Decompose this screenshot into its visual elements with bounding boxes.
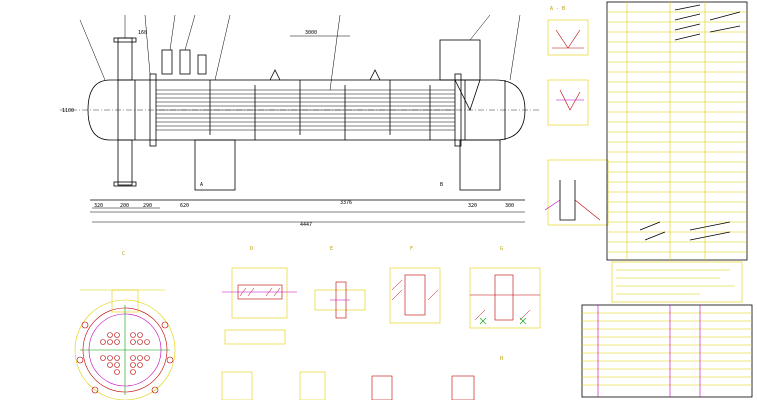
detail-title-g: G bbox=[500, 246, 503, 252]
bottom-detail-row: H bbox=[221, 356, 503, 400]
weld-detail-f: F bbox=[389, 246, 441, 324]
dim-right-b: 300 bbox=[505, 203, 514, 209]
section-marker-b: B bbox=[440, 182, 443, 188]
detail-title-ab: A - B bbox=[550, 6, 565, 12]
dim-top: 3000 bbox=[305, 30, 317, 36]
dim-left-d: 620 bbox=[180, 203, 189, 209]
weld-detail-g: G bbox=[469, 246, 541, 329]
main-elevation-view: 4447 3376 3000 320 200 290 620 320 300 1… bbox=[60, 14, 540, 228]
detail-title-d: D bbox=[250, 246, 253, 252]
detail-title-e: E bbox=[330, 246, 333, 252]
tube-bundle bbox=[156, 89, 455, 131]
baffles bbox=[209, 80, 431, 140]
tubesheet-section-view: C bbox=[74, 251, 176, 400]
tube-hole-pattern bbox=[100, 332, 150, 375]
dim-overall: 4447 bbox=[300, 222, 312, 228]
weld-detail-e: E bbox=[314, 246, 366, 319]
dim-height: 1100 bbox=[62, 108, 74, 114]
dim-left-a: 320 bbox=[94, 203, 103, 209]
dim-left-b: 200 bbox=[120, 203, 129, 209]
detail-title-f: F bbox=[410, 246, 413, 252]
dim-right-a: 320 bbox=[468, 203, 477, 209]
parts-list-table bbox=[581, 304, 753, 398]
weld-detail-strip: A - B bbox=[544, 6, 609, 226]
dim-middle: 3376 bbox=[340, 200, 352, 206]
technical-notes bbox=[611, 261, 743, 303]
technical-data-table bbox=[606, 1, 748, 261]
leader-lines bbox=[79, 14, 521, 91]
section-marker-a: A bbox=[200, 182, 203, 188]
detail-title-h: H bbox=[500, 356, 503, 362]
detail-title-c: C bbox=[122, 251, 125, 257]
flange-detail-d: D bbox=[222, 246, 297, 345]
dim-left-c: 290 bbox=[143, 203, 152, 209]
dim-flange: 160 bbox=[138, 30, 147, 36]
